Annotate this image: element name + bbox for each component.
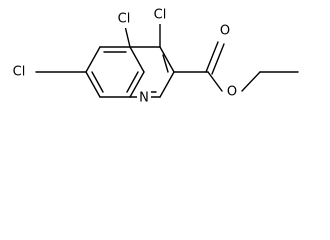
bond [129, 71, 145, 98]
bond [85, 46, 101, 73]
atom-labels: Cl Cl Cl O O N [6, 6, 239, 106]
atom-cl-left: Cl [118, 12, 131, 27]
bond [159, 46, 175, 73]
atom-cl-bottom: Cl [13, 65, 26, 80]
structure-canvas: Cl Cl Cl O O N [6, 6, 299, 106]
label-bg [148, 6, 172, 24]
double-bond-inner [162, 54, 169, 73]
bond-to-cl-left [124, 25, 131, 48]
label-bg [112, 10, 136, 28]
label-bg [225, 83, 239, 101]
bond [241, 71, 261, 92]
bond [129, 46, 145, 73]
bond [207, 71, 223, 92]
double-bond-inner [91, 71, 104, 93]
bond [85, 71, 101, 98]
atom-o-ester: O [227, 85, 237, 100]
atom-o-carbonyl: O [220, 24, 230, 39]
atom-cl-top: Cl [154, 8, 167, 23]
chemical-structure-diagram: Cl Cl Cl O O N [6, 6, 299, 106]
label-bg [6, 63, 32, 81]
double-bond-inner [126, 71, 139, 93]
label-bg [218, 22, 232, 40]
label-bg [137, 90, 151, 106]
carbonyl-double-bond [205, 41, 219, 73]
bond [159, 71, 175, 98]
atom-n-ring: N [139, 91, 149, 106]
carbonyl-double-bond [211, 43, 225, 75]
bond-group [35, 21, 299, 98]
